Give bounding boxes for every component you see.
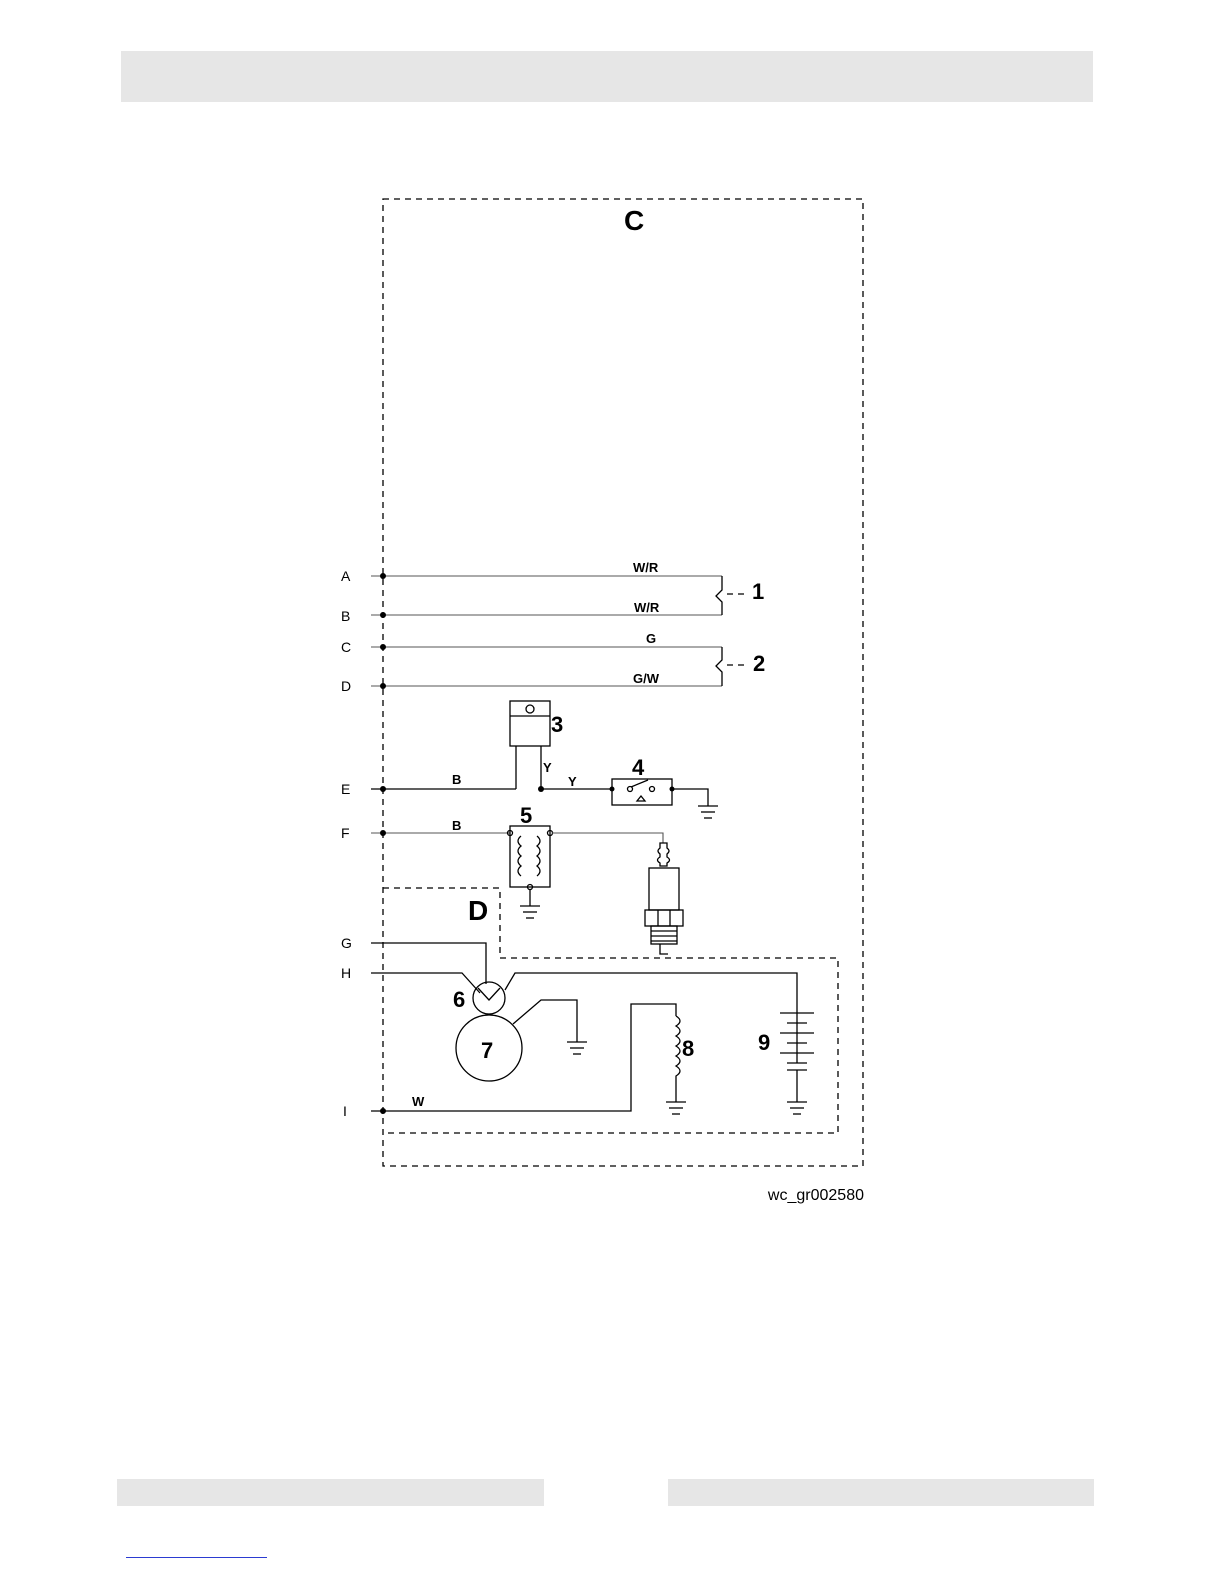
- pin-a: A: [341, 568, 351, 584]
- wire-5-plug: [552, 833, 663, 843]
- terminal-d: [380, 683, 386, 689]
- ground-5-symbol: [520, 906, 540, 918]
- component-9-symbol: [780, 1013, 814, 1102]
- component-3-symbol: [510, 701, 550, 746]
- terminal-a: [380, 573, 386, 579]
- component-4-label: 4: [632, 755, 645, 780]
- footer-bar-right: [668, 1479, 1094, 1506]
- box-d-boundary: [383, 888, 838, 1133]
- pin-i: I: [343, 1103, 347, 1119]
- footer-link-underline[interactable]: [126, 1557, 267, 1558]
- terminal-c: [380, 644, 386, 650]
- component-5-secondary-winding: [537, 836, 540, 876]
- wire-6-battery: [505, 973, 797, 1013]
- ground-9-symbol: [787, 1102, 807, 1114]
- ground-4-symbol: [698, 806, 718, 818]
- component-5-symbol: [510, 826, 550, 887]
- pin-d: D: [341, 678, 351, 694]
- wire-label-d: G/W: [633, 671, 660, 686]
- component-4-contact-2: [650, 787, 655, 792]
- component-6-label: 6: [453, 987, 465, 1012]
- pin-g: G: [341, 935, 352, 951]
- wire-label-e-right: Y: [568, 774, 577, 789]
- pin-e: E: [341, 781, 350, 797]
- wire-label-c: G: [646, 631, 656, 646]
- component-4-terminal-in: [610, 787, 615, 792]
- box-d-label: D: [468, 895, 488, 926]
- component-5-label: 5: [520, 803, 532, 828]
- footer-bar-left: [117, 1479, 544, 1506]
- wire-label-b: W/R: [634, 600, 660, 615]
- component-4-actuator: [637, 796, 645, 801]
- wire-label-i: W: [412, 1094, 425, 1109]
- ground-8-symbol: [666, 1102, 686, 1114]
- wire-label-e-up: Y: [543, 760, 552, 775]
- wire-label-a: W/R: [633, 560, 659, 575]
- component-6-diode-mark: [478, 988, 500, 1000]
- wire-i-solenoid: [539, 1004, 676, 1111]
- component-2-symbol: [716, 647, 722, 686]
- box-c-boundary: [383, 199, 863, 1166]
- pin-h: H: [341, 965, 351, 981]
- terminal-f: [380, 830, 386, 836]
- component-2-label: 2: [753, 651, 765, 676]
- wire-g: [371, 943, 486, 984]
- component-5-primary-winding: [518, 836, 521, 876]
- component-7-label: 7: [481, 1038, 493, 1063]
- junction-y: [538, 786, 544, 792]
- spark-plug-symbol: [645, 843, 683, 954]
- pin-b: B: [341, 608, 350, 624]
- component-8-label: 8: [682, 1036, 694, 1061]
- pin-c: C: [341, 639, 351, 655]
- wire-label-e: B: [452, 772, 461, 787]
- component-4-lever: [631, 780, 648, 787]
- pin-f: F: [341, 825, 350, 841]
- box-c-label: C: [624, 205, 644, 236]
- ground-7-symbol: [567, 1042, 587, 1054]
- component-6-symbol: [473, 982, 505, 1014]
- terminal-i: [380, 1108, 386, 1114]
- wire-7-ground: [513, 1000, 577, 1042]
- component-3-indicator: [526, 705, 534, 713]
- terminal-e: [380, 786, 386, 792]
- terminal-b: [380, 612, 386, 618]
- wire-4-ground: [672, 789, 708, 806]
- component-8-symbol: [676, 1016, 680, 1102]
- component-9-label: 9: [758, 1030, 770, 1055]
- component-1-label: 1: [752, 579, 764, 604]
- figure-reference: wc_gr002580: [767, 1187, 864, 1204]
- component-1-symbol: [716, 576, 722, 615]
- wire-label-f: B: [452, 818, 461, 833]
- component-3-label: 3: [551, 712, 563, 737]
